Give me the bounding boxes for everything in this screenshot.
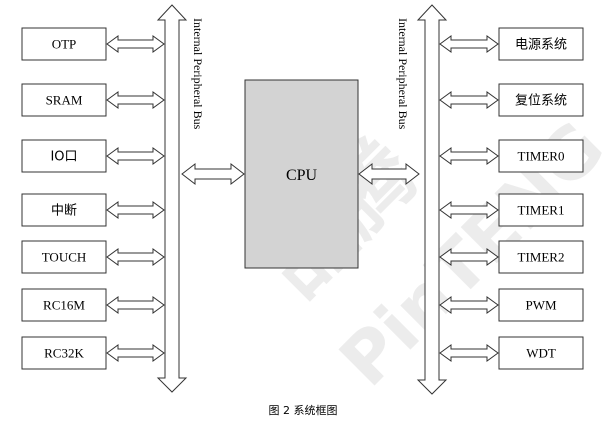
right-module-label-timer0: TIMER0: [518, 149, 565, 164]
right-module-box-5: [498, 240, 584, 274]
right-module-label-wdt: WDT: [526, 346, 556, 361]
right-module-label-row1: 复位系统: [515, 94, 567, 109]
left-connector-arrow-4: [106, 201, 165, 219]
left-module-label-io: IO口: [50, 150, 77, 165]
left-module-label-touch: TOUCH: [42, 250, 87, 265]
right-module-label-pwm: PWM: [525, 298, 557, 313]
cpu-block: [244, 79, 359, 269]
left-connector-arrow-1: [106, 35, 165, 53]
left-connector-arrow-2: [106, 91, 165, 109]
right-connector-arrow-5: [439, 248, 499, 266]
right-connector-arrow-4: [439, 201, 499, 219]
right-connector-arrow-3: [439, 147, 499, 165]
right-module-label-row0: 电源系统: [515, 38, 567, 53]
left-connector-arrow-3: [106, 147, 165, 165]
right-connector-arrow-6: [439, 296, 499, 314]
cpu-label: CPU: [286, 167, 318, 184]
left-module-box-3: [21, 139, 107, 173]
left-module-label-row3: 中断: [51, 204, 77, 219]
left-module-box-7: [21, 336, 107, 370]
left-connector-arrow-5: [106, 248, 165, 266]
left-bus-arrow: [156, 4, 188, 393]
left-module-box-1: [21, 27, 107, 61]
right-module-box-4: [498, 193, 584, 227]
right-module-label-timer1: TIMER1: [518, 203, 565, 218]
left-module-label-rc16m: RC16M: [43, 298, 85, 313]
left-module-box-5: [21, 240, 107, 274]
right-connector-arrow-1: [439, 35, 499, 53]
right-module-box-2: [498, 83, 584, 117]
left-module-label-rc32k: RC32K: [44, 346, 84, 361]
left-module-label-otp: OTP: [52, 37, 77, 52]
right-module-box-6: [498, 288, 584, 322]
figure-caption: 图 2 系统框图: [269, 404, 338, 417]
right-module-label-timer2: TIMER2: [518, 250, 565, 265]
cpu-to-right-bus-arrow: [358, 162, 420, 186]
left-module-box-4: [21, 193, 107, 227]
right-bus-arrow: [416, 4, 448, 395]
right-module-box-1: [498, 27, 584, 61]
right-connector-arrow-2: [439, 91, 499, 109]
right-module-box-3: [498, 139, 584, 173]
right-module-box-7: [498, 336, 584, 370]
left-module-box-2: [21, 83, 107, 117]
left-bus-label: Internal Peripheral Bus: [191, 18, 205, 130]
right-bus-label: Internal Peripheral Bus: [396, 18, 410, 130]
left-module-label-sram: SRAM: [46, 93, 83, 108]
left-connector-arrow-7: [106, 344, 165, 362]
left-module-box-6: [21, 288, 107, 322]
left-bus-to-cpu-arrow: [181, 162, 245, 186]
right-connector-arrow-7: [439, 344, 499, 362]
left-connector-arrow-6: [106, 296, 165, 314]
